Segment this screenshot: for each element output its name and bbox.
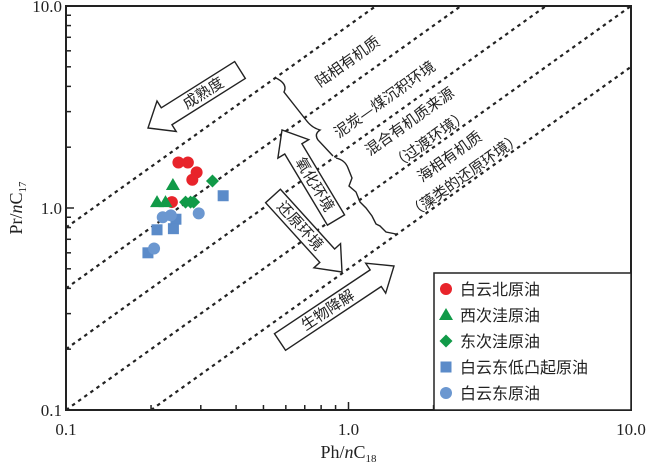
brace-mixed-marine [335, 157, 397, 235]
series-4 [142, 190, 229, 259]
y-axis-title-c: C [6, 192, 26, 204]
data-point [181, 156, 194, 169]
oxidizing-arrow-shape [276, 129, 346, 227]
x-tick-label: 1.0 [338, 420, 359, 439]
x-axis-title-c: C [354, 442, 366, 462]
x-axis-title: Ph/nC18 [320, 442, 377, 465]
data-point [172, 156, 185, 169]
label-terrestrial: 陆相有机质 [312, 32, 384, 90]
data-point [186, 173, 199, 186]
data-point [187, 195, 201, 209]
reducing-arrow-shape [264, 188, 343, 273]
brace-terrestrial [275, 77, 334, 157]
y-tick-label: 10.0 [32, 0, 62, 16]
reference-line-1 [65, 5, 377, 229]
x-axis-title-sub: 18 [366, 453, 378, 465]
legend-label: 白云北原油 [460, 280, 540, 299]
data-points [142, 156, 229, 259]
legend-label: 白云东低凸起原油 [460, 358, 588, 377]
series-1 [165, 156, 203, 209]
data-point [151, 224, 163, 236]
x-tick-label: 0.1 [55, 420, 76, 439]
data-point [217, 190, 229, 202]
y-axis-title-sub: 17 [17, 181, 29, 193]
reference-line-2 [65, 5, 462, 290]
data-point [192, 207, 205, 220]
maturity-arrow: 成熟度 [147, 60, 247, 133]
y-tick-label: 1.0 [41, 199, 62, 218]
x-tick-label: 10.0 [616, 420, 646, 439]
biodegradation-arrow-shape [273, 262, 395, 352]
data-point [167, 223, 179, 235]
data-point [164, 209, 177, 222]
series-3 [179, 174, 219, 209]
label-biodegradation: 生物降解 [298, 286, 358, 334]
y-axis-title-main: Pr/ [6, 214, 26, 235]
legend-label: 西次洼原油 [460, 306, 540, 325]
legend-marker [440, 283, 452, 295]
series-5 [148, 207, 205, 255]
x-axis-title-italic: n [345, 442, 354, 462]
y-axis-title-italic: n [6, 205, 26, 214]
data-point [148, 242, 161, 255]
legend-label: 白云东原油 [460, 384, 540, 403]
legend-marker [439, 308, 453, 320]
maturity-arrow-shape [147, 60, 247, 133]
legend-marker [439, 334, 453, 348]
legend-box [433, 272, 632, 411]
reducing-arrow: 还原环境 [264, 188, 343, 273]
legend-marker [440, 361, 452, 373]
label-maturity: 成熟度 [179, 74, 227, 113]
x-axis-title-main: Ph/ [320, 442, 344, 462]
y-axis-title: Pr/nC17 [6, 181, 29, 235]
data-point [205, 174, 219, 188]
data-point [142, 247, 154, 259]
data-point [170, 213, 182, 225]
data-point [165, 177, 180, 190]
label-oxidizing: 氧化环境 [292, 154, 338, 215]
series-2 [150, 177, 180, 208]
y-tick-label: 0.1 [41, 401, 62, 420]
reference-line-5 [150, 65, 632, 411]
legend-label: 东次洼原油 [460, 332, 540, 351]
legend-marker [440, 387, 452, 399]
reference-line-4 [65, 5, 632, 411]
data-point [158, 195, 173, 208]
